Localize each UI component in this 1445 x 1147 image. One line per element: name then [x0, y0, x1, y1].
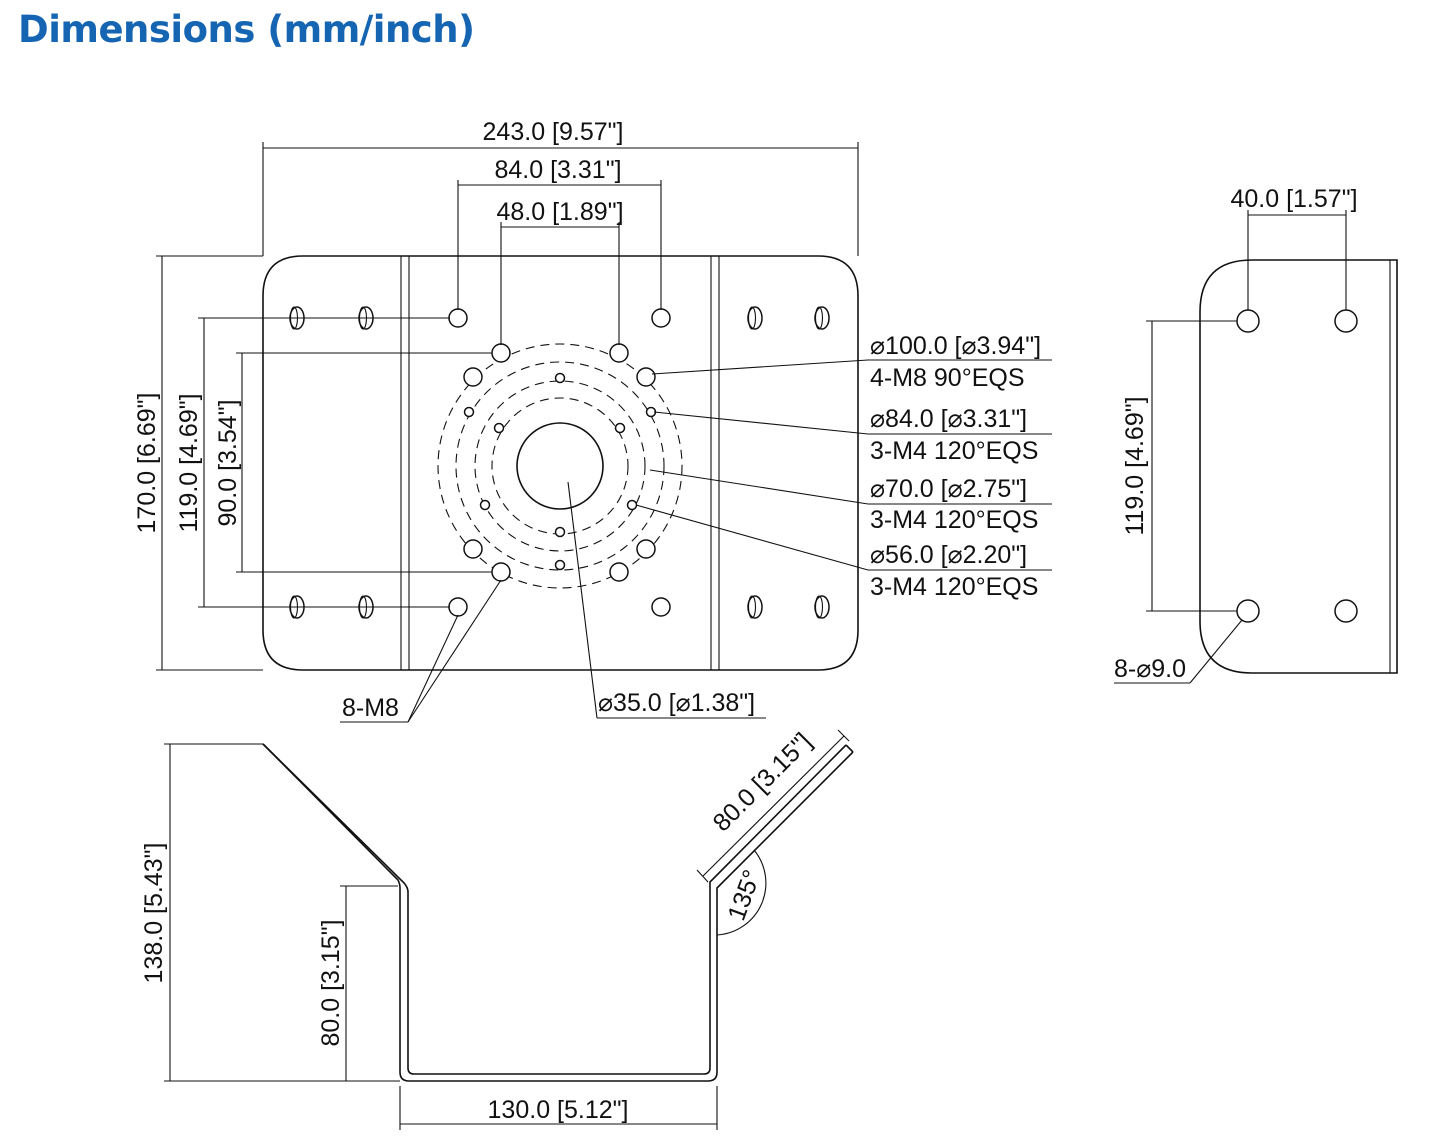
side-view: 40.0 [1.57"] 119.0 [4.69"] 8-⌀9.0: [1114, 185, 1398, 684]
center-hole: [516, 422, 604, 510]
pcd-100-spec: 4-M8 90°EQS: [870, 364, 1025, 392]
pcd-70-spec: 3-M4 120°EQS: [870, 506, 1038, 534]
bracket-profile-outer: [262, 743, 854, 1082]
front-plate-outline: [262, 255, 859, 671]
pcd-84-label: ⌀84.0 [⌀3.31"]: [870, 405, 1027, 433]
front-height-dim: 170.0 [6.69"]: [133, 393, 161, 534]
bottom-flange-dim: 80.0 [3.15"]: [708, 728, 818, 838]
front-m8-holes: [448, 308, 671, 617]
pcd-56-label: ⌀56.0 [⌀2.20"]: [870, 541, 1027, 569]
pcd-70-label: ⌀70.0 [⌀2.75"]: [870, 475, 1027, 503]
front-inner-holes-dim: 48.0 [1.89"]: [496, 198, 623, 226]
bottom-base-width-dim: 130.0 [5.12"]: [488, 1096, 629, 1124]
front-bend-lines: [400, 256, 720, 670]
front-view: 243.0 [9.57"] 84.0 [3.31"] 48.0 [1.89"] …: [133, 118, 1052, 723]
side-plate-outline: [1199, 259, 1398, 674]
side-holes: [1236, 309, 1358, 623]
bolts-label: 8-M8: [342, 694, 399, 722]
bottom-view: 138.0 [5.43"] 80.0 [3.15"] 130.0 [5.12"]…: [140, 728, 854, 1130]
angle-arc: [716, 849, 767, 936]
bottom-total-height-dim: 138.0 [5.43"]: [140, 843, 168, 984]
center-hole-label: ⌀35.0 [⌀1.38"]: [598, 689, 755, 717]
bottom-wall-height-dim: 80.0 [3.15"]: [317, 919, 345, 1046]
front-width-dim: 243.0 [9.57"]: [483, 118, 624, 146]
pcd-100-label: ⌀100.0 [⌀3.94"]: [870, 332, 1041, 360]
front-slots: [289, 306, 830, 619]
side-height-dim: 119.0 [4.69"]: [1121, 396, 1149, 535]
bracket-profile-inner: [262, 743, 847, 1075]
front-inner-height-dim: 90.0 [3.54"]: [214, 399, 242, 526]
front-outer-holes-dim: 84.0 [3.31"]: [494, 156, 621, 184]
front-hole-height-dim: 119.0 [4.69"]: [175, 393, 203, 532]
pcd-84-spec: 3-M4 120°EQS: [870, 437, 1038, 465]
page-title: Dimensions (mm/inch): [18, 8, 475, 51]
pcd-56-spec: 3-M4 120°EQS: [870, 573, 1038, 601]
side-dimension-lines: [1114, 210, 1347, 684]
bottom-dimension-lines: [164, 729, 850, 1130]
front-dimension-lines: [156, 142, 1052, 723]
side-width-dim: 40.0 [1.57"]: [1230, 185, 1357, 213]
side-holes-label: 8-⌀9.0: [1114, 655, 1186, 683]
